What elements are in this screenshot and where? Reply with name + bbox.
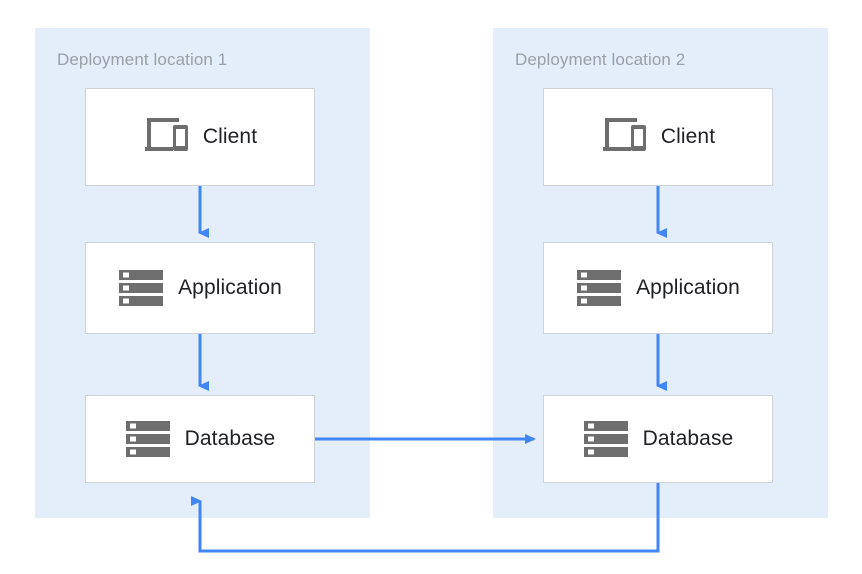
node-label: Database bbox=[642, 427, 734, 450]
node-label: Client bbox=[660, 125, 716, 148]
node-application-1[interactable]: Application bbox=[85, 242, 315, 334]
node-label: Client bbox=[202, 125, 258, 148]
node-label: Application bbox=[178, 276, 282, 299]
zone-label-1: Deployment location 1 bbox=[57, 50, 228, 69]
server-icon bbox=[583, 421, 628, 457]
devices-icon bbox=[144, 118, 188, 151]
node-client-1[interactable]: Client bbox=[85, 88, 315, 186]
zone-label-2: Deployment location 2 bbox=[515, 50, 686, 69]
server-icon bbox=[577, 270, 622, 306]
edge-database2-database1 bbox=[191, 483, 660, 553]
server-icon bbox=[125, 421, 170, 457]
node-database-1[interactable]: Database bbox=[85, 395, 315, 483]
node-application-2[interactable]: Application bbox=[543, 242, 773, 334]
server-icon bbox=[119, 270, 164, 306]
node-label: Database bbox=[184, 427, 276, 450]
node-database-2[interactable]: Database bbox=[543, 395, 773, 483]
devices-icon bbox=[602, 118, 646, 151]
node-client-2[interactable]: Client bbox=[543, 88, 773, 186]
node-label: Application bbox=[636, 276, 740, 299]
